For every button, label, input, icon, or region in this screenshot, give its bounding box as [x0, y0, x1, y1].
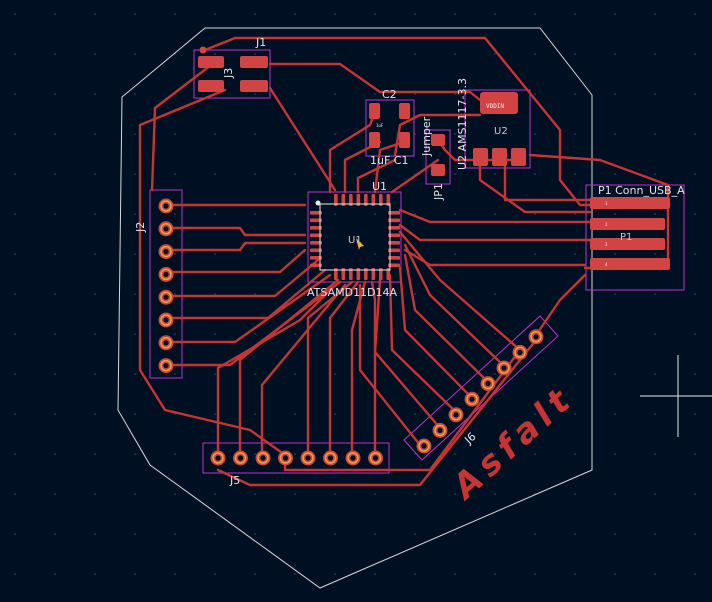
svg-text:1: 1 [605, 201, 608, 206]
pointer-marker-icon [356, 238, 364, 250]
cursor-crosshair-icon [640, 355, 712, 437]
through-hole-pads [158, 198, 544, 466]
label-jp1-value: Jumper [420, 116, 433, 157]
u1-body [319, 203, 391, 271]
label-c2: C2 [382, 88, 397, 101]
label-j1: J1 [255, 36, 266, 49]
pads [198, 46, 670, 270]
pad-labels: 1 2 3 4 [605, 201, 608, 267]
label-u1-value: ATSAMD11D14A [307, 286, 398, 299]
svg-text:2: 2 [605, 222, 608, 227]
label-jp1: JP1 [432, 183, 445, 201]
silkscreen: J1 J3 J2 J5 J6 U1 U1 ATSAMD11D14A U2 AMS… [134, 36, 685, 487]
u1-pads [310, 194, 400, 280]
label-u2-value: U2 AMS1117-3.3 [456, 78, 469, 170]
label-u2-body: U2 [494, 126, 508, 137]
label-p1-value: P1 Conn_USB_A [598, 184, 685, 197]
pad-vddin-label: VDDIN [486, 103, 504, 110]
label-j2: J2 [134, 222, 147, 233]
label-j3: J3 [222, 68, 235, 79]
board-outline [117, 27, 593, 589]
courtyards [149, 49, 685, 474]
label-p1-body: P1 [620, 232, 632, 243]
label-c1-value: 1uF C1 [370, 154, 408, 167]
label-j5: J5 [229, 474, 240, 487]
pad-1uf-label: 1uF [376, 123, 384, 128]
svg-text:3: 3 [605, 242, 608, 247]
u1-pin1-marker [315, 200, 321, 206]
label-u1-body: U1 [348, 235, 362, 246]
copper-traces [138, 36, 670, 487]
svg-text:4: 4 [605, 262, 608, 267]
grid-dots [14, 13, 696, 575]
label-u1: U1 [372, 180, 387, 193]
